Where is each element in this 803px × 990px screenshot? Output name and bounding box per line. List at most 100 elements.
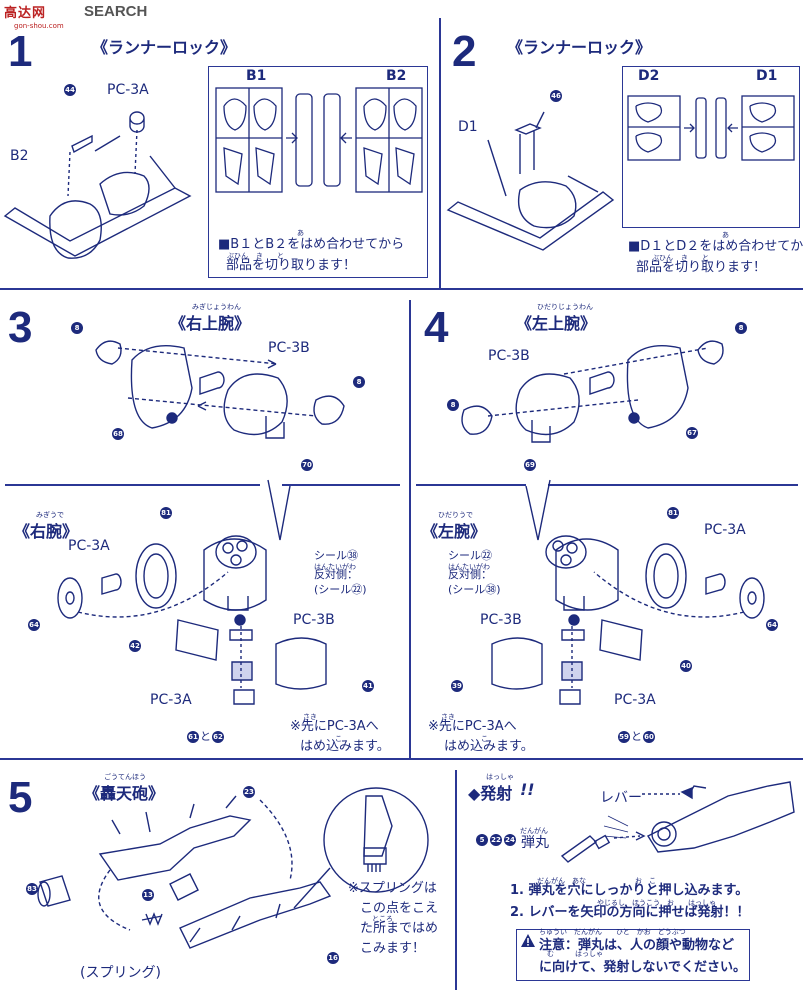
warning-icon — [521, 934, 535, 947]
part-46-badge: 46 — [550, 90, 562, 102]
step-5-spring-note-4: こみます！ — [360, 941, 426, 956]
step-5-title: 《轟天砲》 — [84, 784, 165, 803]
step-3-drawing — [95, 340, 345, 439]
step-2-ruby-awa: あ — [722, 231, 729, 239]
right-arm-seal-2: 反対側： — [314, 568, 358, 581]
left-arm-seal-2: 反対側： — [448, 568, 492, 581]
left-arm-pc3a2-label: PC-3A — [614, 692, 656, 708]
left-arm-part-60: 60 — [643, 731, 655, 743]
left-arm-drawing — [491, 479, 765, 705]
left-arm-seal-3: (シール㊳) — [448, 583, 501, 596]
right-arm-pc3b-label: PC-3B — [293, 612, 335, 628]
warning-ruby-1: ちゅうい だんがん ひと かお どうぶつ — [539, 928, 686, 936]
step-4-pc-label: PC-3B — [488, 348, 530, 364]
right-arm-ruby-saki: さき — [303, 713, 317, 721]
watermark-sub: gon-shou.com — [14, 22, 64, 30]
left-arm-pc3a-label: PC-3A — [704, 522, 746, 538]
warning-box: ちゅうい だんがん ひと かお どうぶつ 注意：弾丸は、人の顔や動物など む は… — [516, 928, 750, 981]
right-arm-part-64: 64 — [28, 619, 40, 631]
step-2-runner-panel — [622, 66, 800, 228]
divider-v-top — [439, 18, 441, 288]
left-arm-seal-1: シール㉒ — [448, 549, 492, 562]
bullet-part-24: 24 — [504, 834, 516, 846]
right-arm-part-81: 81 — [160, 507, 172, 519]
warning-ruby-2: む はっしゃ — [547, 950, 603, 958]
watermark: 高达网 SEARCH gon-shou.com — [0, 0, 170, 34]
divider-h-2 — [0, 758, 803, 760]
part-44-badge: 44 — [64, 84, 76, 96]
right-arm-ruby-ko: こ — [335, 735, 342, 743]
step-1-runner-panel — [208, 66, 428, 278]
step-5-ruby-tokoro: ところ — [372, 915, 393, 923]
step-3-part-68: 68 — [112, 428, 124, 440]
fire-mark: !! — [520, 780, 535, 799]
left-arm-ruby-ko: こ — [481, 735, 488, 743]
bullet-part-22: 22 — [490, 834, 502, 846]
left-arm-title: 《左腕》 — [422, 522, 487, 541]
left-arm-part-59: 59 — [618, 731, 630, 743]
right-arm-ruby-hantai: はんたいがわ — [314, 563, 356, 571]
step-2-note-line2: 部品を切り取ります！ — [636, 260, 767, 275]
divider-v-bottom — [455, 770, 457, 990]
runner-d2-label: D2 — [638, 68, 660, 84]
left-arm-pc3b-label: PC-3B — [480, 612, 522, 628]
right-arm-note-2: はめ込みます。 — [300, 739, 390, 754]
left-arm-and: と — [631, 730, 642, 743]
right-arm-ruby: みぎうで — [36, 511, 64, 519]
step-4-part-67: 67 — [686, 427, 698, 439]
step-2-title: 《ランナーロック》 — [507, 38, 652, 57]
step-5-part-13: 13 — [142, 889, 154, 901]
divider-h-arm4 — [548, 484, 798, 486]
left-arm-ruby: ひだりうで — [438, 511, 473, 519]
right-arm-pc3a2-label: PC-3A — [150, 692, 192, 708]
fire-inst-1: 1. 弾丸を穴にしっかりと押し込みます。 — [510, 883, 749, 898]
divider-h-arm3 — [416, 484, 526, 486]
left-arm-ruby-saki: さき — [441, 713, 455, 721]
step-2-runner-label: D1 — [458, 119, 478, 135]
right-arm-note-1: ※先にPC-3Aへ — [290, 719, 379, 734]
fire-title: ◆発射 — [468, 784, 513, 803]
fire-inst-2: 2. レバーを矢印の方向に押せば発射！！ — [510, 905, 750, 920]
step-5-number: 5 — [8, 773, 33, 822]
divider-h-arm2 — [282, 484, 400, 486]
fire-inst-2-ruby: やじるし ほうこう お はっしゃ — [597, 899, 716, 907]
step-1-ruby-to: と — [277, 252, 284, 260]
step-2-number: 2 — [452, 27, 477, 76]
step-2-note-line1: ■D１とD２をはめ合わせてから — [628, 239, 803, 254]
step-4-part-8b: 8 — [447, 399, 459, 411]
step-1-ruby-ki: き — [256, 252, 263, 260]
runner-b1-b2-drawing — [215, 87, 423, 193]
bullet-label: 弾丸 — [521, 835, 549, 851]
step-5-drawing — [37, 787, 429, 949]
warning-text-2: に向けて、発射しないでください。 — [539, 960, 746, 975]
step-5-ruby: ごうてんほう — [104, 773, 146, 781]
right-arm-pc3a-label: PC-3A — [68, 538, 110, 554]
left-arm-part-39: 39 — [451, 680, 463, 692]
right-arm-seal-1: シール㊳ — [314, 549, 358, 562]
watermark-logo: 高达网 — [4, 6, 47, 21]
step-1-ruby-buhin: ぶひん — [227, 252, 248, 260]
step-4-title: 《左上腕》 — [516, 314, 597, 333]
watermark-site: SEARCH — [84, 3, 148, 20]
step-2-ruby-buhin: ぶひん — [652, 254, 673, 262]
step-2-ruby-ki: き — [681, 254, 688, 262]
runner-b2-label: B2 — [386, 68, 407, 84]
divider-h-1 — [0, 288, 803, 290]
step-1-pc-label: PC-3A — [107, 82, 149, 98]
step-3-ruby: みぎじょうわん — [192, 303, 241, 311]
right-arm-part-62: 62 — [212, 731, 224, 743]
step-1-runner-label: B2 — [10, 148, 29, 164]
step-3-number: 3 — [8, 303, 33, 352]
step-4-ruby: ひだりじょうわん — [537, 303, 593, 311]
right-arm-part-42: 42 — [129, 640, 141, 652]
step-1-ruby-awa: あ — [297, 229, 304, 237]
step-3-part-8b: 8 — [353, 376, 365, 388]
step-3-part-8a: 8 — [71, 322, 83, 334]
step-4-part-69: 69 — [524, 459, 536, 471]
step-5-part-16: 16 — [327, 952, 339, 964]
step-5-spring-note-3: た所まではめ — [360, 921, 439, 936]
fire-inst-1-ruby: だんがん あな お こ — [537, 877, 656, 885]
step-5-spring-label: (スプリング) — [80, 965, 161, 981]
step-4-drawing — [461, 340, 724, 443]
divider-v-mid — [409, 300, 411, 758]
